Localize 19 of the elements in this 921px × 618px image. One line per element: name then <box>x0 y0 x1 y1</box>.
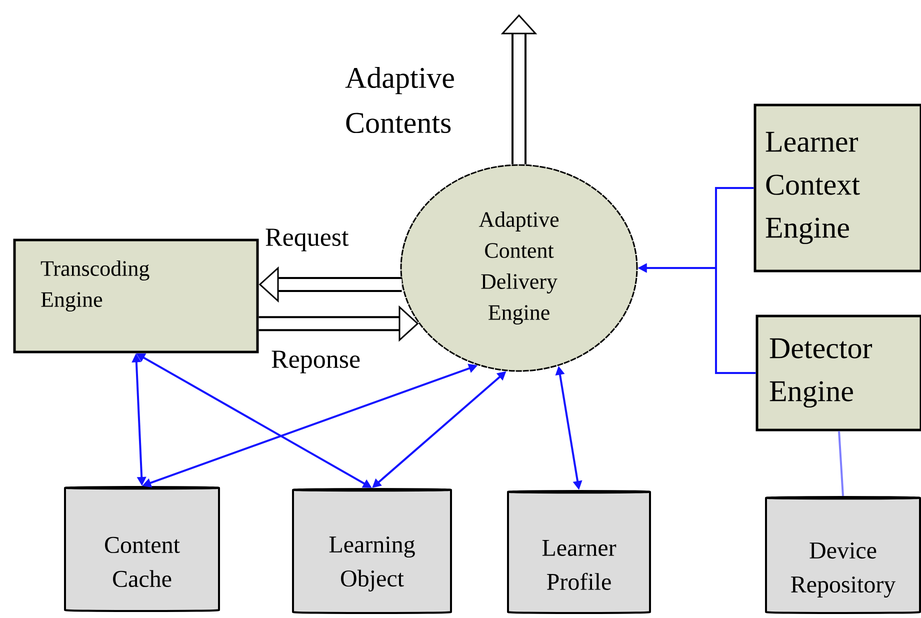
node-label: Learner Profile <box>542 540 616 590</box>
node-label: Detector Engine <box>770 338 872 408</box>
node-label: Learner Context Engine <box>766 132 860 244</box>
edge-label: Reponse <box>272 350 360 374</box>
process-box <box>756 314 921 432</box>
database-cylinder <box>292 488 452 614</box>
database-cylinder <box>507 490 651 614</box>
edge-label: Adaptive Contents <box>345 66 454 134</box>
node-label: Learning Object <box>329 536 415 592</box>
node-label: Device Repository <box>791 542 896 598</box>
edge-label: Request <box>266 228 349 252</box>
node-label: Transcoding Engine <box>40 260 150 312</box>
database-cylinder <box>64 486 220 612</box>
database-cylinder <box>765 496 921 614</box>
node-label: Content Cache <box>105 536 180 588</box>
node-label: Adaptive Content Delivery Engine <box>478 211 559 325</box>
process-box <box>754 104 921 272</box>
process-box <box>13 238 259 354</box>
process-circle <box>400 164 638 372</box>
